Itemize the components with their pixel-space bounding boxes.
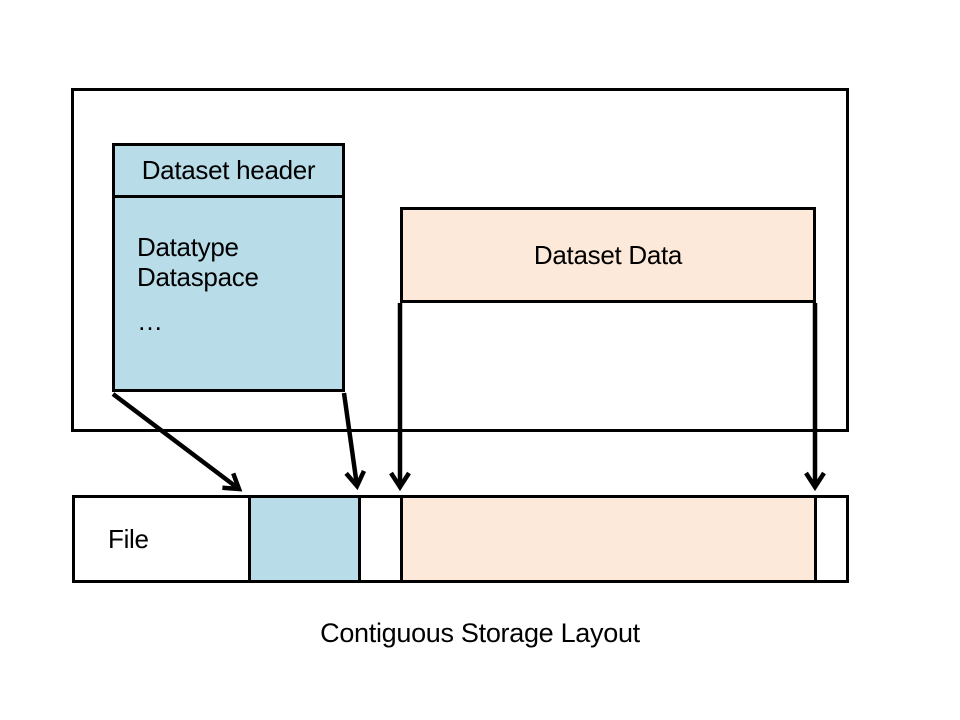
dataset-header-body: Datatype Dataspace … — [115, 198, 342, 336]
dataset-header-title: Dataset header — [115, 146, 342, 198]
dataset-data-box: Dataset Data — [400, 207, 816, 303]
dataset-data-label: Dataset Data — [533, 239, 683, 270]
file-header-segment — [248, 498, 361, 580]
file-data-segment — [400, 498, 817, 580]
dataset-header-line-dataspace: Dataspace — [137, 262, 259, 292]
file-box: File — [72, 495, 849, 583]
dataset-header-box: Dataset header Datatype Dataspace … — [112, 143, 345, 392]
dataset-header-line-ellipsis: … — [137, 306, 163, 336]
diagram-caption: Contiguous Storage Layout — [320, 618, 640, 648]
dataset-header-line-datatype: Datatype — [137, 232, 239, 262]
file-label: File — [108, 523, 149, 554]
